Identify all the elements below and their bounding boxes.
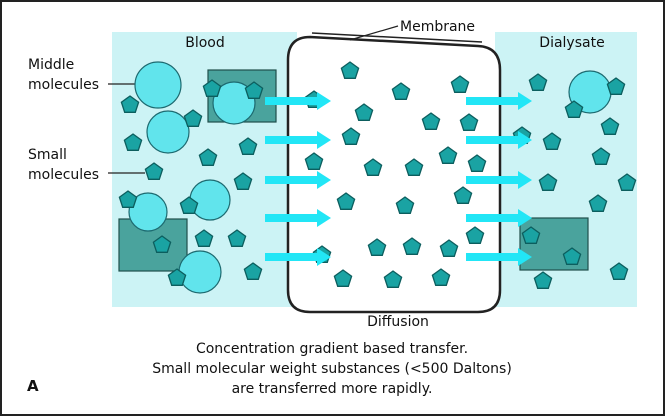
small-molecule-pentagon [609, 262, 629, 280]
diffusion-arrow [265, 131, 331, 149]
small-molecule-pentagon [438, 146, 458, 164]
small-molecule-pentagon [588, 194, 608, 212]
middle-molecule-circle [212, 81, 256, 125]
small-molecule-pentagon [395, 196, 415, 214]
middle-molecule-circle [178, 250, 222, 294]
membrane-label: Membrane [400, 19, 475, 35]
small-molecule-pentagon [528, 73, 548, 91]
middle-molecule-square [118, 218, 188, 272]
panel-label: A [27, 377, 39, 395]
diffusion-arrow [265, 248, 331, 266]
small-molecule-pentagon [562, 247, 582, 265]
diffusion-arrow [265, 92, 331, 110]
small-molecule-pentagon [340, 61, 360, 79]
small-molecule-pentagon [341, 127, 361, 145]
caption-line-3: are transferred more rapidly. [232, 381, 433, 397]
diffusion-arrow [466, 171, 532, 189]
small-molecule-pentagon [591, 147, 611, 165]
small-molecule-pentagon [244, 81, 264, 99]
small-molecule-pentagon [465, 226, 485, 244]
small-molecule-pentagon [120, 95, 140, 113]
small-molecules-label-line1: Small [28, 147, 67, 163]
middle-molecules-label-line1: Middle [28, 57, 74, 73]
small-molecule-pentagon [402, 237, 422, 255]
small-molecule-pentagon [421, 112, 441, 130]
small-molecule-pentagon [431, 268, 451, 286]
small-molecule-pentagon [304, 152, 324, 170]
small-molecule-pentagon [363, 158, 383, 176]
small-molecule-pentagon [542, 132, 562, 150]
middle-molecule-circle [128, 192, 168, 232]
diffusion-arrow [265, 171, 331, 189]
small-molecule-pentagon [123, 133, 143, 151]
small-molecule-pentagon [183, 109, 203, 127]
small-molecule-pentagon [118, 190, 138, 208]
middle-molecule-circle [189, 179, 231, 221]
small-molecule-pentagon [144, 162, 164, 180]
small-molecule-pentagon [467, 154, 487, 172]
dialysate-label: Dialysate [539, 35, 604, 51]
small-molecules-label-line2: molecules [28, 167, 99, 183]
middle-molecules-label-line2: molecules [28, 77, 99, 93]
small-molecule-pentagon [194, 229, 214, 247]
small-molecule-pentagon [227, 229, 247, 247]
caption-line-2: Small molecular weight substances (<500 … [152, 361, 512, 377]
small-molecule-pentagon [354, 103, 374, 121]
small-molecule-pentagon [600, 117, 620, 135]
small-molecule-pentagon [564, 100, 584, 118]
diffusion-arrow [466, 131, 532, 149]
diffusion-arrow [466, 248, 532, 266]
small-molecule-pentagon [243, 262, 263, 280]
diffusion-label: Diffusion [367, 314, 429, 330]
small-molecule-pentagon [450, 75, 470, 93]
membrane-pointer [349, 25, 399, 41]
membrane-edge [311, 32, 483, 43]
small-molecule-pentagon [333, 269, 353, 287]
small-molecule-pentagon [538, 173, 558, 191]
diffusion-arrow [265, 209, 331, 227]
diffusion-arrows [265, 92, 532, 266]
diffusion-arrow [466, 92, 532, 110]
small-molecule-pentagon [533, 271, 553, 289]
small-molecule-pentagon [383, 270, 403, 288]
small-molecule-pentagon [391, 82, 411, 100]
small-molecule-pentagon [238, 137, 258, 155]
middle-molecule-circle [146, 110, 190, 154]
middle-molecule-circle [134, 61, 182, 109]
caption-line-1: Concentration gradient based transfer. [196, 341, 468, 357]
small-molecule-pentagon [404, 158, 424, 176]
small-molecule-pentagon [202, 79, 222, 97]
diffusion-arrow [466, 209, 532, 227]
small-molecule-pentagon [167, 268, 187, 286]
small-molecule-pentagon [617, 173, 637, 191]
small-molecule-pentagon [521, 226, 541, 244]
small-molecule-pentagon [198, 148, 218, 166]
small-molecule-pentagon [606, 77, 626, 95]
small-molecule-pentagon [179, 196, 199, 214]
small-molecule-pentagon [336, 192, 356, 210]
middle-molecule-circles [128, 61, 612, 294]
small-molecule-pentagon [453, 186, 473, 204]
small-molecule-pentagon [367, 238, 387, 256]
blood-label: Blood [185, 35, 225, 51]
small-molecule-pentagon [459, 113, 479, 131]
small-molecule-pentagon [439, 239, 459, 257]
small-molecule-pentagon [152, 235, 172, 253]
small-molecule-pentagon [233, 172, 253, 190]
